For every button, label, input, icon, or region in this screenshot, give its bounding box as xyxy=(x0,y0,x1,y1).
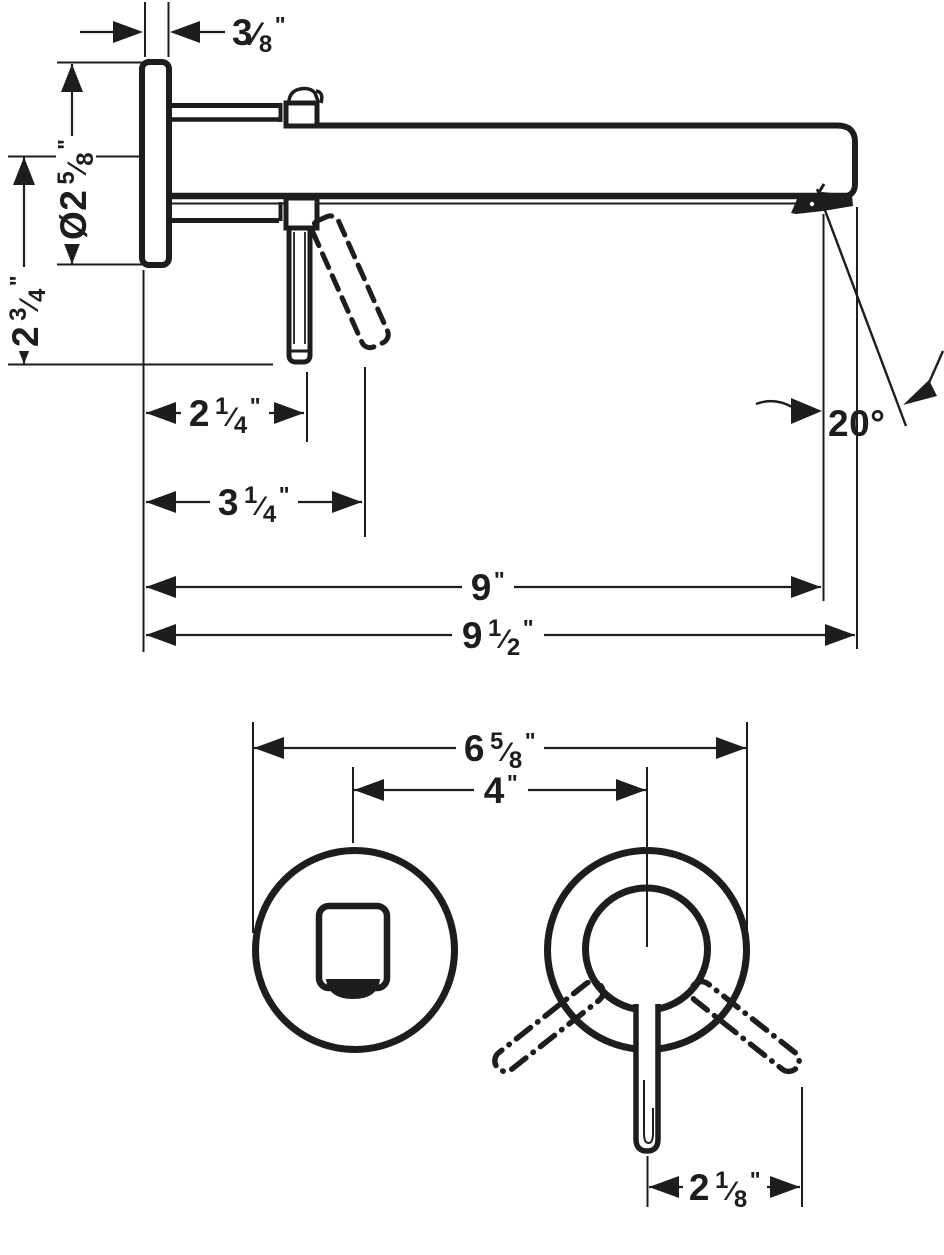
dim-spray-angle: 20° xyxy=(755,188,944,444)
handle-front xyxy=(492,847,802,1154)
lever-handle-dashed xyxy=(309,213,391,351)
lever-open-right xyxy=(688,978,802,1075)
lever-dashed-left xyxy=(492,978,606,1075)
spout-front xyxy=(252,847,458,1053)
dim-label-wall-thickness: 3⁄8" xyxy=(232,12,286,58)
lever-handle-inner-lines xyxy=(293,232,306,344)
outlet-dot xyxy=(809,201,815,207)
extension-lines-side xyxy=(8,2,858,652)
lever-handle-side xyxy=(286,225,313,365)
outlet-notch xyxy=(791,192,853,214)
faucet-side-elevation xyxy=(139,59,858,365)
service-clip xyxy=(287,86,324,104)
angle-reference-line xyxy=(815,188,908,427)
lever-front-inner-line xyxy=(643,1080,654,1145)
dim-center-distance: 4" xyxy=(354,770,646,811)
dim-label-spray-angle: 20° xyxy=(828,403,885,444)
dim-label-spout-reach: 9" xyxy=(471,567,505,608)
side-view: 3⁄8" Ø25⁄8" 23⁄4" xyxy=(5,2,944,661)
dim-center-to-lever: 23⁄4" xyxy=(5,157,51,364)
dim-label-center-distance: 4" xyxy=(484,770,518,811)
lever-front xyxy=(633,1004,661,1154)
lever-front-fill xyxy=(636,1006,658,1151)
lever-handle-open-position xyxy=(309,213,391,351)
outlet-tick xyxy=(816,183,826,195)
dim-escutcheon-diameter: Ø25⁄8" xyxy=(53,64,99,264)
arrowhead xyxy=(113,21,143,43)
dim-wall-thickness: 3⁄8" xyxy=(80,12,286,58)
lever-open-left xyxy=(492,978,606,1075)
extension-lines-front xyxy=(252,722,803,1207)
spout-top-edge xyxy=(317,122,858,200)
aerator-outlet xyxy=(326,979,380,999)
lever-dashed-right xyxy=(688,978,802,1075)
arrowhead xyxy=(170,21,200,43)
dim-spout-reach: 9" xyxy=(146,567,821,608)
cartridge-fitting-top xyxy=(283,100,320,129)
spout-escutcheon-circle xyxy=(252,847,458,1053)
wall-plate xyxy=(139,59,172,268)
spout-nose-front xyxy=(315,902,391,992)
